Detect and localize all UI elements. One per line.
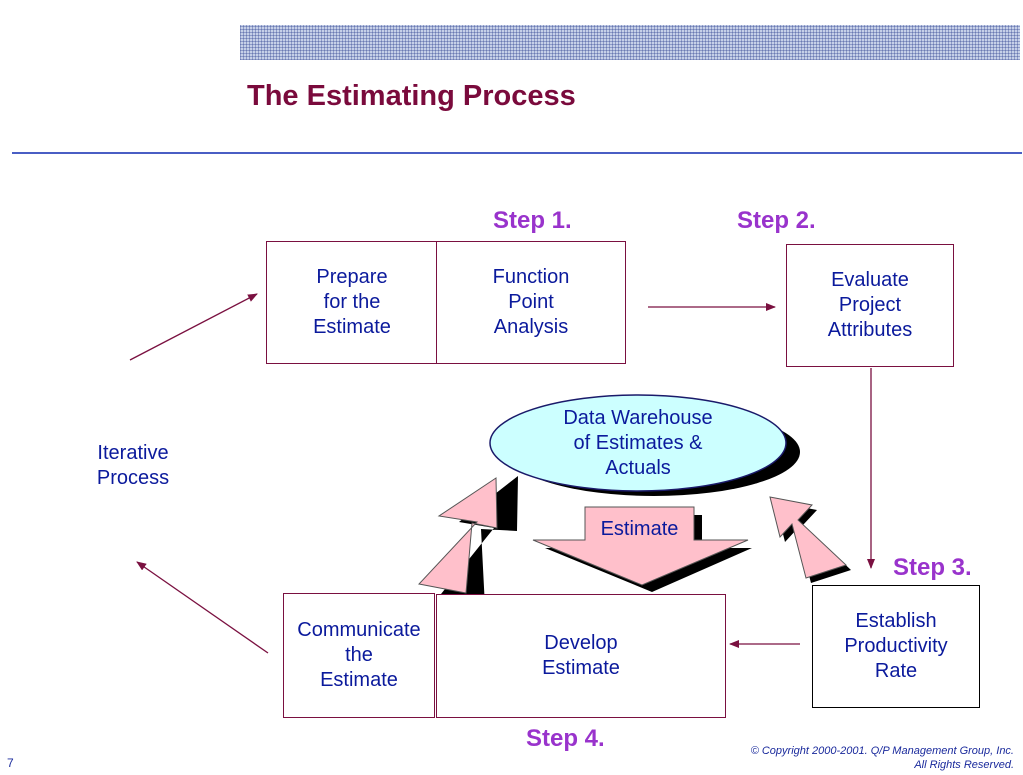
copyright-notice: © Copyright 2000-2001. Q/P Management Gr… [751, 744, 1014, 772]
up-arrow-left [418, 477, 498, 594]
iterative-process-text: Iterative Process [96, 442, 170, 489]
evaluate-attributes-box: Evaluate Project Attributes [786, 244, 954, 367]
data-warehouse-text: Data Warehouse of Estimates & Actuals [563, 407, 713, 479]
prepare-estimate-text: Prepare for the Estimate [313, 266, 391, 338]
prepare-estimate-box: Prepare for the Estimate [266, 241, 438, 364]
title-divider [12, 152, 1022, 154]
header-pattern-band [240, 25, 1020, 60]
develop-estimate-box: Develop Estimate [436, 594, 726, 718]
copyright-line-1: © Copyright 2000-2001. Q/P Management Gr… [750, 745, 1014, 757]
step3-label: Step 3. [893, 554, 972, 581]
up-arrow-right [769, 496, 847, 579]
function-point-analysis-box: Function Point Analysis [436, 241, 626, 364]
arrow-iterative-up [129, 293, 258, 361]
estimate-arrow [532, 506, 749, 586]
page-number: 7 [7, 756, 14, 770]
estimate-arrow-text: Estimate [600, 518, 679, 540]
copyright-line-2: All Rights Reserved. [914, 759, 1014, 771]
communicate-estimate-box: Communicate the Estimate [283, 593, 435, 718]
page-title: The Estimating Process [247, 80, 576, 112]
step2-label: Step 2. [737, 207, 816, 234]
step1-label: Step 1. [493, 207, 572, 234]
communicate-estimate-text: Communicate the Estimate [297, 619, 421, 691]
establish-productivity-box: Establish Productivity Rate [812, 585, 980, 708]
establish-productivity-text: Establish Productivity Rate [844, 610, 948, 682]
evaluate-attributes-text: Evaluate Project Attributes [827, 269, 913, 341]
function-point-analysis-text: Function Point Analysis [492, 266, 570, 338]
data-warehouse-ellipse [489, 394, 787, 492]
step4-label: Step 4. [526, 725, 605, 752]
arrow-iterative-down [136, 561, 269, 654]
develop-estimate-text: Develop Estimate [542, 632, 620, 679]
